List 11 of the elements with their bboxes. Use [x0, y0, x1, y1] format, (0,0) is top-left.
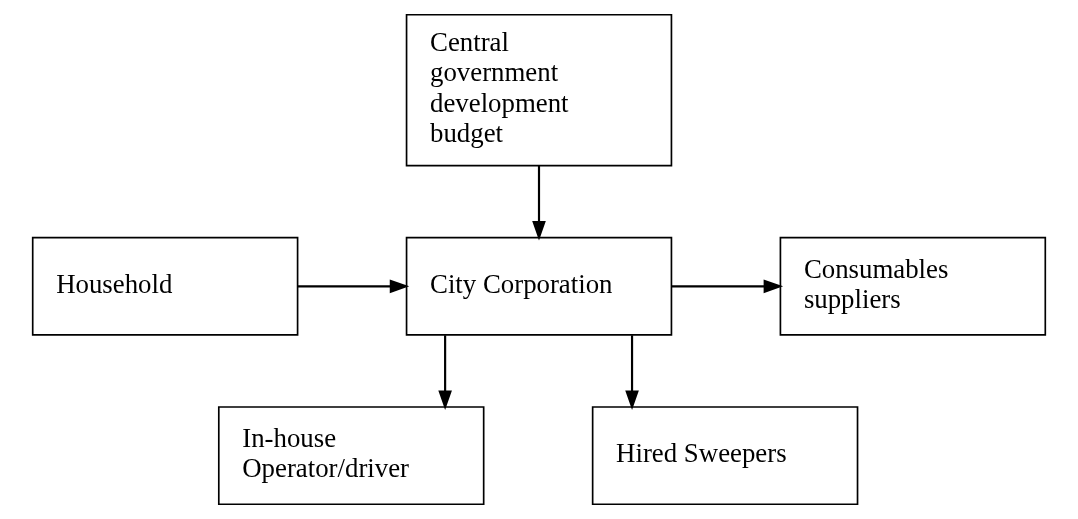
node-box: City Corporation — [405, 236, 673, 336]
arrow — [625, 335, 639, 411]
arrow — [438, 335, 452, 411]
node-box: Household — [31, 236, 299, 336]
arrow — [671, 279, 784, 294]
arrow — [298, 279, 410, 294]
node-box: Consumables suppliers — [779, 236, 1047, 336]
node-box: Central government development budget — [405, 13, 673, 167]
node-box: In-house Operator/driver — [217, 406, 485, 506]
node-box: Hired Sweepers — [591, 406, 859, 506]
arrow — [532, 166, 546, 241]
